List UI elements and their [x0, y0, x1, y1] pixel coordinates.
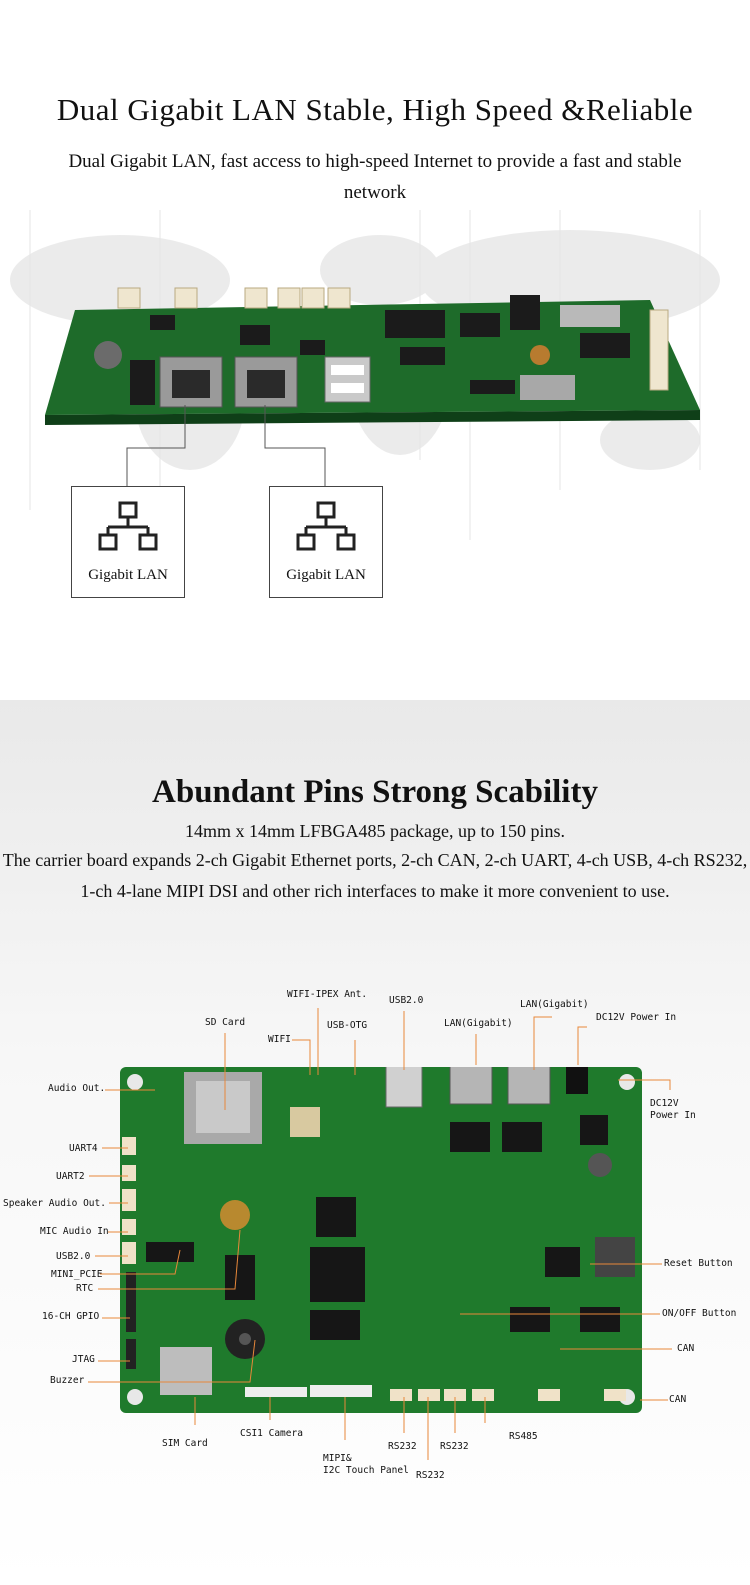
gigabit-lan-box-2: Gigabit LAN [269, 486, 383, 598]
label-rs232-1: RS232 [388, 1441, 417, 1452]
label-audio-out: Audio Out. [48, 1083, 106, 1094]
label-dc12v-top: DC12V Power In [596, 1012, 677, 1023]
label-can-2: CAN [669, 1394, 687, 1405]
label-mic-audio-in: MIC Audio In [40, 1226, 109, 1237]
label-rs232-3: RS232 [416, 1470, 445, 1481]
label-onoff-button: ON/OFF Button [662, 1308, 737, 1319]
label-jtag: JTAG [72, 1354, 95, 1365]
gigabit-lan-box-1: Gigabit LAN [71, 486, 185, 598]
board-image-top [45, 287, 700, 425]
label-lan-gigabit-left: LAN(Gigabit) [444, 1018, 513, 1029]
label-rs485: RS485 [509, 1431, 538, 1442]
label-can-1: CAN [677, 1343, 695, 1354]
section2-title: Abundant Pins Strong Scability [152, 774, 598, 810]
label-lan-gigabit-right: LAN(Gigabit) [520, 999, 589, 1010]
label-csi1-camera: CSI1 Camera [240, 1428, 303, 1439]
gigabit-lan-label-1: Gigabit LAN [88, 567, 168, 583]
lan-connector-lines [126, 405, 326, 488]
label-buzzer: Buzzer [50, 1375, 85, 1386]
section2-line1: 14mm x 14mm LFBGA485 package, up to 150 … [185, 821, 565, 841]
label-16ch-gpio: 16-CH GPIO [42, 1311, 100, 1322]
gigabit-lan-label-2: Gigabit LAN [286, 567, 366, 583]
label-wifi-ipex: WIFI-IPEX Ant. [287, 989, 368, 1000]
section2-line2: The carrier board expands 2-ch Gigabit E… [2, 850, 748, 901]
label-reset-button: Reset Button [664, 1258, 733, 1269]
section-abundant-pins: Abundant Pins Strong Scability 14mm x 14… [0, 700, 750, 1585]
label-speaker-audio-out: Speaker Audio Out. [3, 1198, 106, 1209]
label-usb20-top: USB2.0 [389, 995, 424, 1006]
board-image-annotated [120, 1067, 642, 1413]
label-usb-otg: USB-OTG [327, 1020, 368, 1031]
label-dc12v-right-1: DC12V [650, 1098, 679, 1109]
section-dual-lan: Dual Gigabit LAN Stable, High Speed &Rel… [0, 0, 750, 700]
network-icon [98, 501, 158, 551]
label-wifi: WIFI [268, 1034, 291, 1045]
label-mini-pcie: MINI_PCIE [51, 1269, 103, 1280]
annotation-leader-lines [88, 1008, 672, 1460]
label-mipi-1: MIPI& [323, 1453, 352, 1464]
label-dc12v-right-2: Power In [650, 1110, 696, 1121]
label-sd-card: SD Card [205, 1017, 246, 1028]
label-uart4: UART4 [69, 1143, 98, 1154]
label-sim-card: SIM Card [162, 1438, 208, 1449]
label-mipi-2: I2C Touch Panel [323, 1465, 409, 1476]
section1-subtitle: Dual Gigabit LAN, fast access to high-sp… [68, 151, 682, 203]
section1-title: Dual Gigabit LAN Stable, High Speed &Rel… [56, 92, 694, 127]
label-rtc: RTC [76, 1283, 94, 1294]
label-uart2: UART2 [56, 1171, 85, 1182]
label-rs232-2: RS232 [440, 1441, 469, 1452]
network-icon [296, 501, 356, 551]
label-usb20-left: USB2.0 [56, 1251, 91, 1262]
